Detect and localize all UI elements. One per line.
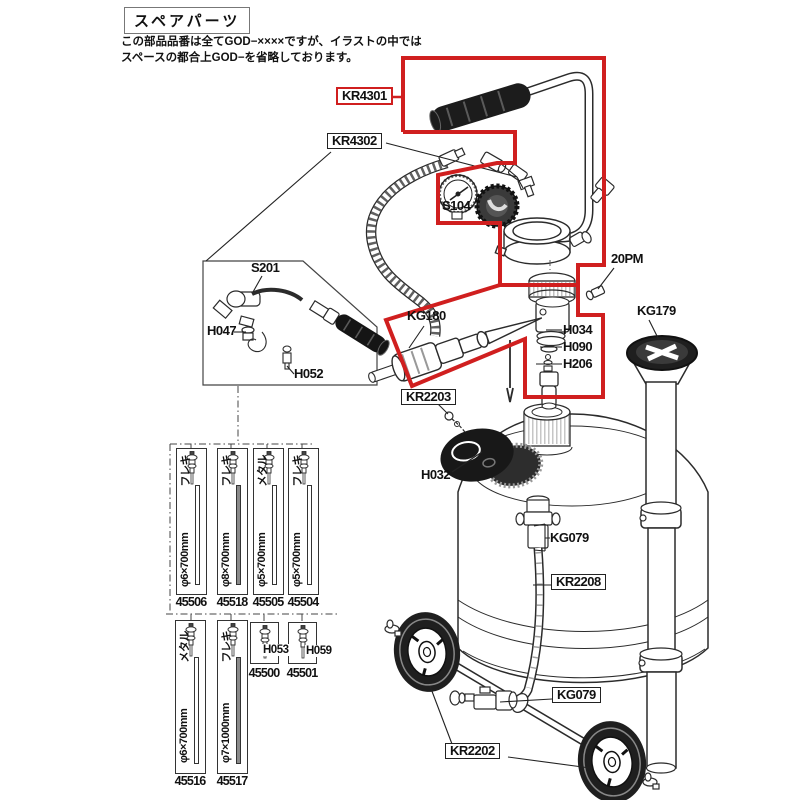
- part-label-kr2208: KR2208: [551, 574, 606, 591]
- part-number-45518: 45518: [216, 595, 249, 609]
- funnel-kg179: [626, 335, 698, 774]
- part-number-45516: 45516: [174, 774, 207, 788]
- nozzle-size: φ5×700mm: [256, 532, 268, 587]
- part-label-s104: S104: [442, 198, 471, 213]
- nozzle-rod: [272, 485, 277, 585]
- axle: [443, 656, 597, 752]
- nozzle-cell-45506: φ6×700mm フレキ: [176, 448, 207, 595]
- part-number-45504: 45504: [287, 595, 320, 609]
- leader-lines: [205, 142, 660, 769]
- red-annotation: [383, 56, 606, 399]
- nozzle-rod: [195, 485, 200, 585]
- note-line-2: スペースの都合上GOD−を省略しております。: [121, 52, 358, 64]
- hose: [365, 147, 528, 337]
- part-label-kr2202: KR2202: [445, 743, 500, 760]
- part-label-kr4301: KR4301: [336, 87, 393, 106]
- right-wheel: [577, 721, 647, 800]
- pump-head-collar: [494, 217, 571, 265]
- nozzle-type: フレキ: [292, 455, 304, 487]
- nozzle-type: フレキ: [180, 455, 192, 487]
- part-label-kg180: KG180: [407, 308, 446, 323]
- part-label-kg079-drain: KG079: [552, 687, 601, 704]
- part-number-45501: 45501: [286, 666, 319, 680]
- part-label-h034: H034: [563, 322, 593, 337]
- part-label-h090: H090: [563, 339, 593, 354]
- nozzle-rod: [236, 485, 241, 585]
- part-label-h053: H053: [262, 644, 290, 656]
- part-label-h059: H059: [305, 645, 333, 657]
- part-label-h047: H047: [207, 323, 237, 338]
- part-label-kg179: KG179: [637, 303, 676, 318]
- axle-wing-bolts: [384, 619, 660, 790]
- nozzle-type: メタル: [179, 631, 191, 663]
- nozzle-type: フレキ: [221, 455, 233, 487]
- nozzle-rod: [307, 485, 312, 585]
- part-label-s201: S201: [251, 260, 280, 275]
- handle-grip: [429, 83, 531, 133]
- pressure-gauge-s104: [438, 174, 478, 220]
- nozzle-rod: [194, 657, 199, 764]
- part-number-45500: 45500: [248, 666, 281, 680]
- nozzle-cell-45517: φ7×1000mm フレキ: [217, 620, 248, 774]
- part-label-kr2203: KR2203: [401, 389, 456, 406]
- part-label-20pm: 20PM: [611, 251, 643, 266]
- small-fittings: [517, 175, 615, 247]
- nozzle-size: φ6×700mm: [179, 532, 191, 587]
- regulator-knob: [474, 183, 520, 229]
- part-label-h052: H052: [294, 366, 324, 381]
- nozzle-type: メタル: [257, 455, 269, 487]
- part-label-kg079-valve: KG079: [550, 530, 589, 545]
- nozzle-rod: [236, 657, 241, 764]
- part-number-45506: 45506: [175, 595, 208, 609]
- nozzle-cell-45505: φ5×700mm メタル: [253, 448, 284, 595]
- page-title: スペアパーツ: [124, 7, 251, 34]
- drain-valve-kg079: [449, 686, 518, 711]
- part-number-45517: 45517: [216, 774, 249, 788]
- note-line-1: この部品品番は全てGOD−××××ですが、イラストの中では: [121, 36, 422, 48]
- part-label-h032: H032: [421, 467, 451, 482]
- nozzle-size: φ6×700mm: [178, 708, 190, 763]
- pump-exploded-parts: [506, 260, 576, 410]
- nozzle-type: フレキ: [221, 631, 233, 663]
- nozzle-size: φ7×1000mm: [220, 703, 232, 763]
- nozzle-cell-45516: φ6×700mm メタル: [175, 620, 206, 774]
- 20pm-fitting: [585, 285, 606, 301]
- nozzle-size: φ5×700mm: [291, 532, 303, 587]
- nozzle-cell-45518: φ8×700mm フレキ: [217, 448, 248, 595]
- nozzle-size: φ8×700mm: [220, 532, 232, 587]
- s201-detail-box: [202, 260, 390, 386]
- chain-lines: [166, 386, 340, 623]
- nozzle-cell-45500: [250, 622, 279, 664]
- part-number-45505: 45505: [252, 595, 285, 609]
- nozzle-cell-45501: [288, 622, 317, 664]
- left-wheel: [393, 612, 461, 692]
- part-label-kr4302: KR4302: [327, 133, 382, 150]
- part-label-h206: H206: [563, 356, 593, 371]
- nozzle-cell-45504: φ5×700mm フレキ: [288, 448, 319, 595]
